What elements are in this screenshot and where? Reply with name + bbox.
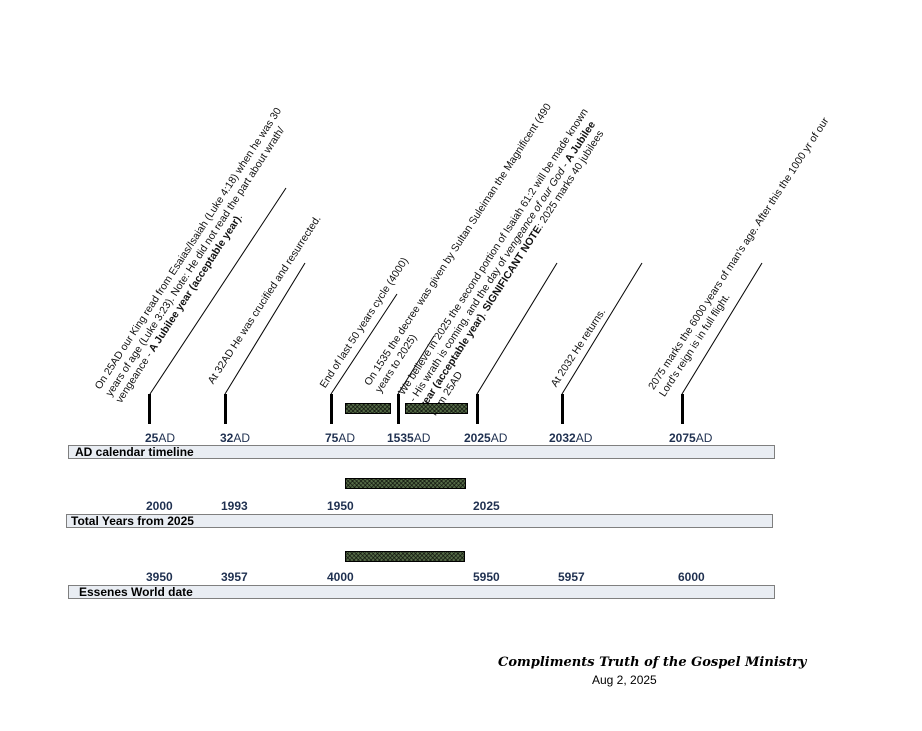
ad-year-25: 25AD (145, 431, 176, 445)
leader-line-25 (149, 187, 287, 395)
essenes-value: 5957 (558, 570, 585, 584)
ad-year-2025: 2025AD (464, 431, 508, 445)
ad-year-1535: 1535AD (387, 431, 431, 445)
leader-line-1535 (397, 335, 435, 395)
ad-year-2032: 2032AD (549, 431, 593, 445)
credit-date: Aug 2, 2025 (592, 673, 657, 687)
leader-line-2032 (561, 262, 643, 395)
total-years-value: 2000 (146, 499, 173, 513)
essenes-value: 4000 (327, 570, 354, 584)
gap-bar-ad-right (405, 403, 468, 414)
leader-line-2075 (681, 262, 763, 395)
essenes-value: 5950 (473, 570, 500, 584)
total-years-value: 1993 (221, 499, 248, 513)
leader-line-75 (330, 293, 398, 395)
total-years-value: 1950 (327, 499, 354, 513)
gap-bar-essenes (345, 551, 465, 562)
leader-line-32 (224, 262, 306, 395)
credit-text: Compliments Truth of the Gospel Ministry (498, 655, 807, 670)
gap-bar-ad-left (345, 403, 391, 414)
tick-75ad (330, 394, 333, 424)
tick-32ad (224, 394, 227, 424)
essenes-value: 3950 (146, 570, 173, 584)
tick-2025ad (476, 394, 479, 424)
tick-1535ad (397, 394, 400, 424)
ad-calendar-band: AD calendar timeline (68, 445, 775, 459)
ad-year-32: 32AD (220, 431, 251, 445)
gap-bar-total-years (345, 478, 466, 489)
tick-2075ad (681, 394, 684, 424)
total-years-value: 2025 (473, 499, 500, 513)
ad-year-75: 75AD (325, 431, 356, 445)
tick-25ad (148, 394, 151, 424)
essenes-value: 6000 (678, 570, 705, 584)
tick-2032ad (561, 394, 564, 424)
total-years-band: Total Years from 2025 (66, 514, 773, 528)
essenes-value: 3957 (221, 570, 248, 584)
essenes-band: Essenes World date (68, 585, 775, 599)
ad-year-2075: 2075AD (669, 431, 713, 445)
leader-line-2025 (476, 262, 558, 395)
